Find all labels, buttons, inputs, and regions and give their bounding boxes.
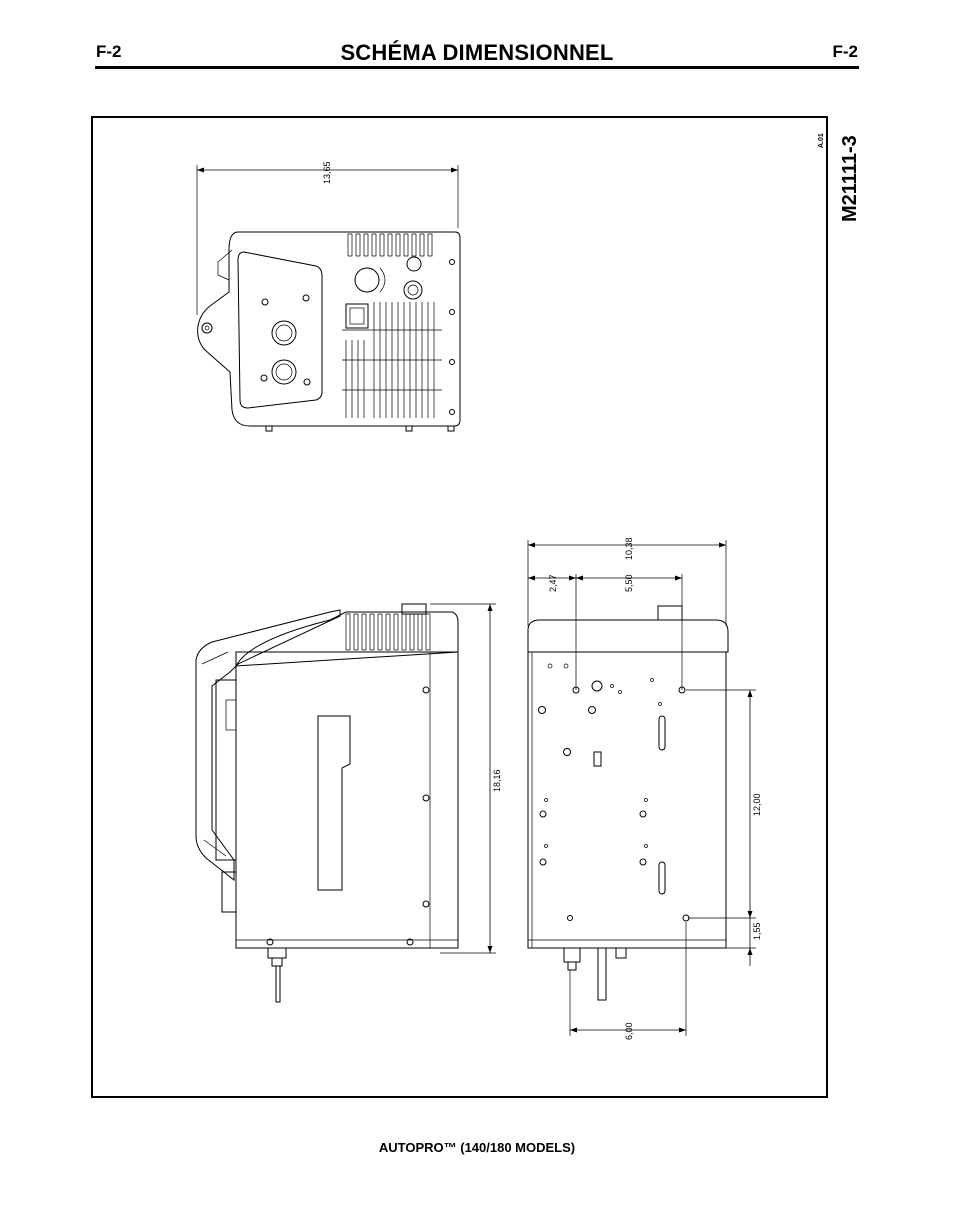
drawing-frame bbox=[91, 116, 828, 1098]
dim-rear-hole-spacing: 5,50 bbox=[624, 574, 634, 592]
dim-rear-width: 10,38 bbox=[624, 537, 634, 560]
front-view: 13,65 bbox=[196, 161, 461, 432]
dim-rear-vertical-spacing: 12,00 bbox=[752, 793, 762, 816]
dim-side-height: 18,16 bbox=[492, 769, 502, 792]
dim-rear-bottom-offset: 1,55 bbox=[752, 922, 762, 940]
page-code-right: F-2 bbox=[832, 42, 859, 61]
drawing-revision: A.01 bbox=[818, 133, 825, 148]
rear-view: 10,38 2,47 5,50 bbox=[527, 537, 762, 1040]
header-rule bbox=[95, 66, 859, 69]
dim-rear-offset: 2,47 bbox=[548, 574, 558, 592]
drawing-number: M21111-3 bbox=[839, 135, 861, 222]
side-view: 18,16 bbox=[195, 603, 502, 1003]
page-title: SCHÉMA DIMENSIONNEL bbox=[340, 40, 614, 65]
footer-model-name: AUTOPRO™ (140/180 MODELS) bbox=[378, 1140, 576, 1155]
dim-rear-bottom-spacing: 6,00 bbox=[624, 1022, 634, 1040]
page-code-left: F-2 bbox=[96, 42, 122, 61]
dim-top-width: 13,65 bbox=[322, 161, 332, 184]
